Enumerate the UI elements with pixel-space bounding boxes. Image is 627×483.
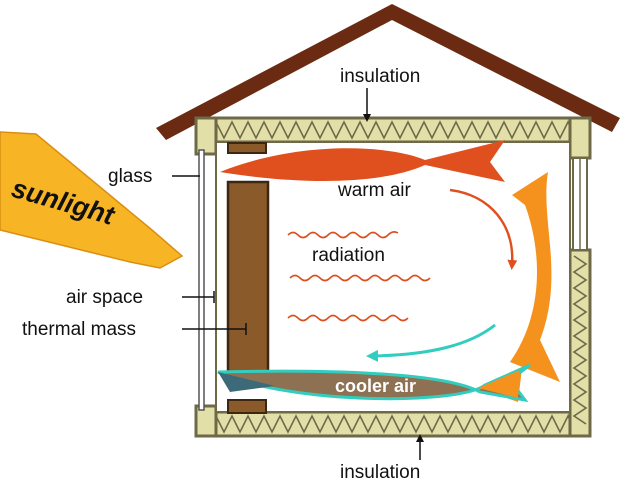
roof: [156, 4, 620, 140]
cooler-air-label: cooler air: [335, 376, 416, 396]
cool-air-arrow: [366, 323, 496, 362]
radiation-label: radiation: [312, 245, 385, 266]
insulation-top-label: insulation: [340, 66, 420, 87]
glazing: [198, 149, 205, 411]
warm-air-arrow: [449, 188, 518, 270]
air-space-label: air space: [66, 287, 143, 308]
insulation-shell: [194, 116, 592, 438]
thermal-mass-wall: [226, 142, 270, 414]
thermal-mass-label: thermal mass: [22, 319, 136, 340]
insulation-bottom-label: insulation: [340, 462, 420, 483]
sunlight-arrow: [0, 131, 184, 269]
leader-lines: [172, 88, 424, 460]
cooler-air-flow: [217, 363, 531, 403]
right-window: [572, 157, 588, 251]
glass-label: glass: [108, 166, 152, 187]
warm-air-label: warm air: [337, 180, 412, 201]
radiation-waves: [287, 231, 431, 322]
warm-air-flow: [220, 140, 505, 182]
